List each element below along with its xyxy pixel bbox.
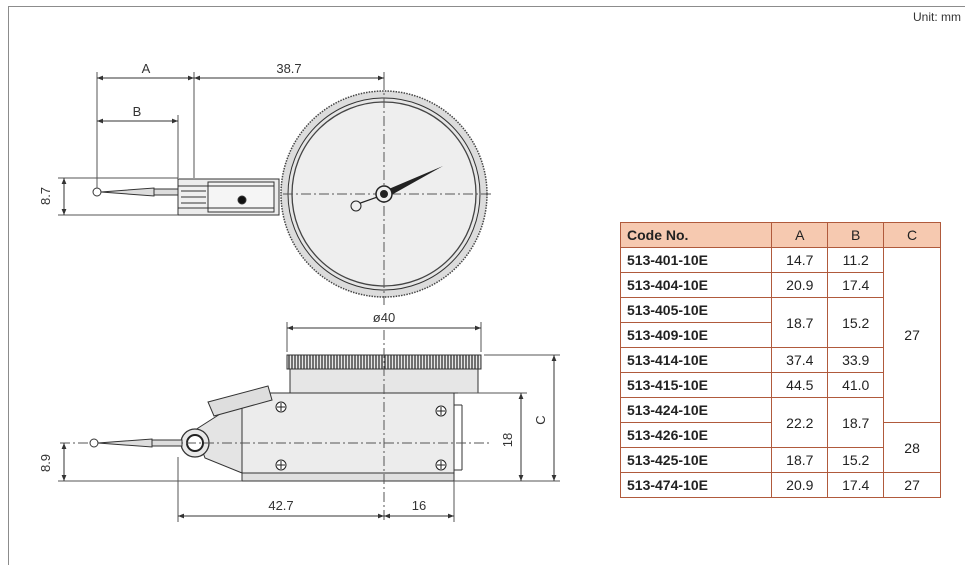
b-cell: 15.2 — [827, 297, 885, 348]
header-b: B — [827, 222, 885, 248]
code-cell: 513-414-10E — [619, 347, 773, 373]
dim-18-label: 18 — [500, 433, 515, 447]
table-row: 513-401-10E 14.7 11.2 27 — [619, 247, 941, 423]
dial-indicator-drawing: A B 38.7 8.7 — [38, 61, 560, 522]
c-cell-group-1: 27 — [883, 247, 941, 423]
a-cell: 20.9 — [771, 272, 829, 298]
b-cell: 15.2 — [827, 447, 885, 473]
a-cell: 22.2 — [771, 397, 829, 448]
table-header-row: Code No. A B C — [619, 222, 941, 248]
code-cell: 513-404-10E — [619, 272, 773, 298]
a-cell: 18.7 — [771, 447, 829, 473]
body-block — [241, 392, 455, 474]
dial-pointer — [350, 166, 443, 212]
screws — [275, 401, 447, 471]
code-cell: 513-409-10E — [619, 322, 773, 348]
code-cell: 513-425-10E — [619, 447, 773, 473]
code-cell: 513-474-10E — [619, 472, 773, 498]
dim-a-label: A — [142, 61, 151, 76]
unit-label: Unit: mm — [913, 10, 961, 24]
b-cell: 33.9 — [827, 347, 885, 373]
dim-16-label: 16 — [412, 498, 426, 513]
header-code: Code No. — [619, 222, 773, 248]
top-view — [58, 72, 492, 305]
a-cell: 20.9 — [771, 472, 829, 498]
table-row: 513-474-10E 20.9 17.4 27 — [619, 472, 941, 498]
code-cell: 513-415-10E — [619, 372, 773, 398]
a-cell: 14.7 — [771, 247, 829, 273]
code-cell: 513-426-10E — [619, 422, 773, 448]
dim-8-7-label: 8.7 — [38, 187, 53, 205]
c-cell: 27 — [883, 472, 941, 498]
table-row: 513-425-10E 18.7 15.2 — [619, 447, 941, 473]
indicator-body — [177, 178, 280, 216]
a-cell: 44.5 — [771, 372, 829, 398]
dim-38-7-label: 38.7 — [276, 61, 301, 76]
table-row: 513-405-10E 18.7 15.2 — [619, 297, 941, 348]
code-cell: 513-401-10E — [619, 247, 773, 273]
a-cell: 18.7 — [771, 297, 829, 348]
c-cell-group-2: 28 — [883, 422, 941, 473]
side-stylus — [89, 438, 183, 448]
code-cell: 513-424-10E — [619, 397, 773, 423]
dim-c-label: C — [533, 415, 548, 424]
stylus — [92, 187, 179, 197]
header-c: C — [883, 222, 941, 248]
table-row: 513-404-10E 20.9 17.4 — [619, 272, 941, 298]
dim-42-7-label: 42.7 — [268, 498, 293, 513]
side-view — [58, 322, 560, 522]
table-row: 513-409-10E — [619, 322, 941, 348]
dim-dia-label: ø40 — [373, 310, 395, 325]
b-cell: 18.7 — [827, 397, 885, 448]
b-cell: 17.4 — [827, 272, 885, 298]
code-cell: 513-405-10E — [619, 297, 773, 323]
dim-b-label: B — [133, 104, 142, 119]
table-row: 513-415-10E 44.5 41.0 — [619, 372, 941, 398]
header-a: A — [771, 222, 829, 248]
b-cell: 11.2 — [827, 247, 885, 273]
a-cell: 37.4 — [771, 347, 829, 373]
spec-table: Code No. A B C 513-401-10E 14.7 11.2 27 … — [619, 222, 941, 498]
b-cell: 41.0 — [827, 372, 885, 398]
drawing-frame — [8, 6, 965, 565]
dim-8-9-label: 8.9 — [38, 454, 53, 472]
b-cell: 17.4 — [827, 472, 885, 498]
